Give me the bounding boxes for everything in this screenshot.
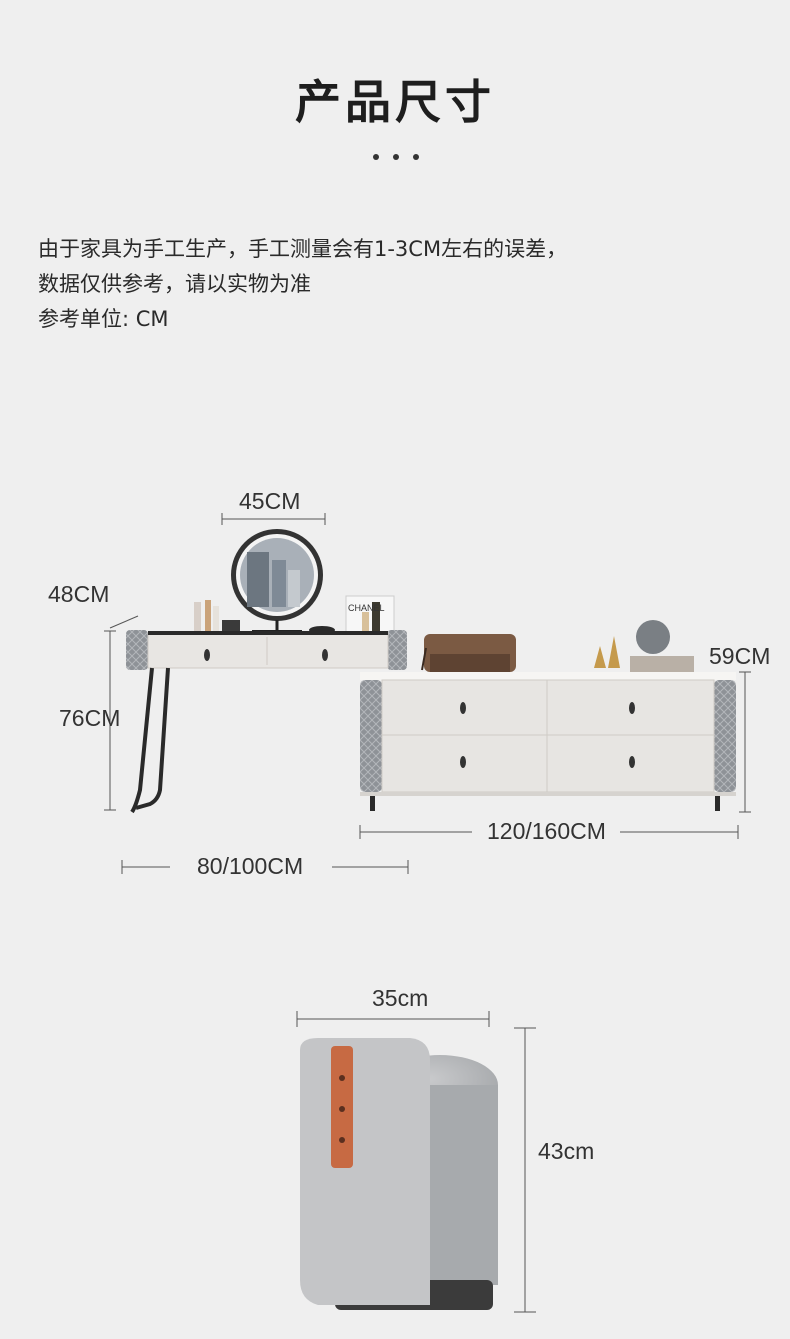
page-title: 产品尺寸: [295, 75, 495, 129]
stool-width-label: 35cm: [372, 985, 429, 1011]
note-line-2: 数据仅供参考，请以实物为准: [38, 272, 311, 296]
measurement-notes: 由于家具为手工生产，手工测量会有1-3CM左右的误差， 数据仅供参考，请以实物为…: [38, 232, 758, 337]
dressing-table: [126, 529, 407, 814]
cabinet-width-label: 120/160CM: [487, 818, 606, 844]
sideboard-cabinet: [360, 620, 736, 811]
brand-logo-text: CHANEL: [348, 603, 385, 613]
vanity-stool: [300, 1038, 498, 1310]
table-depth-label: 48CM: [48, 581, 110, 607]
note-line-1: 由于家具为手工生产，手工测量会有1-3CM左右的误差，: [38, 237, 568, 261]
table-height-label: 76CM: [59, 705, 121, 731]
title-divider-dots: [373, 154, 419, 162]
stool-height-label: 43cm: [538, 1138, 595, 1164]
cabinet-height-label: 59CM: [709, 643, 771, 669]
dimension-lines: [104, 513, 751, 1313]
table-width-label: 80/100CM: [197, 853, 304, 879]
mirror-width-label: 45CM: [239, 488, 301, 514]
note-line-3: 参考单位: CM: [38, 307, 169, 331]
